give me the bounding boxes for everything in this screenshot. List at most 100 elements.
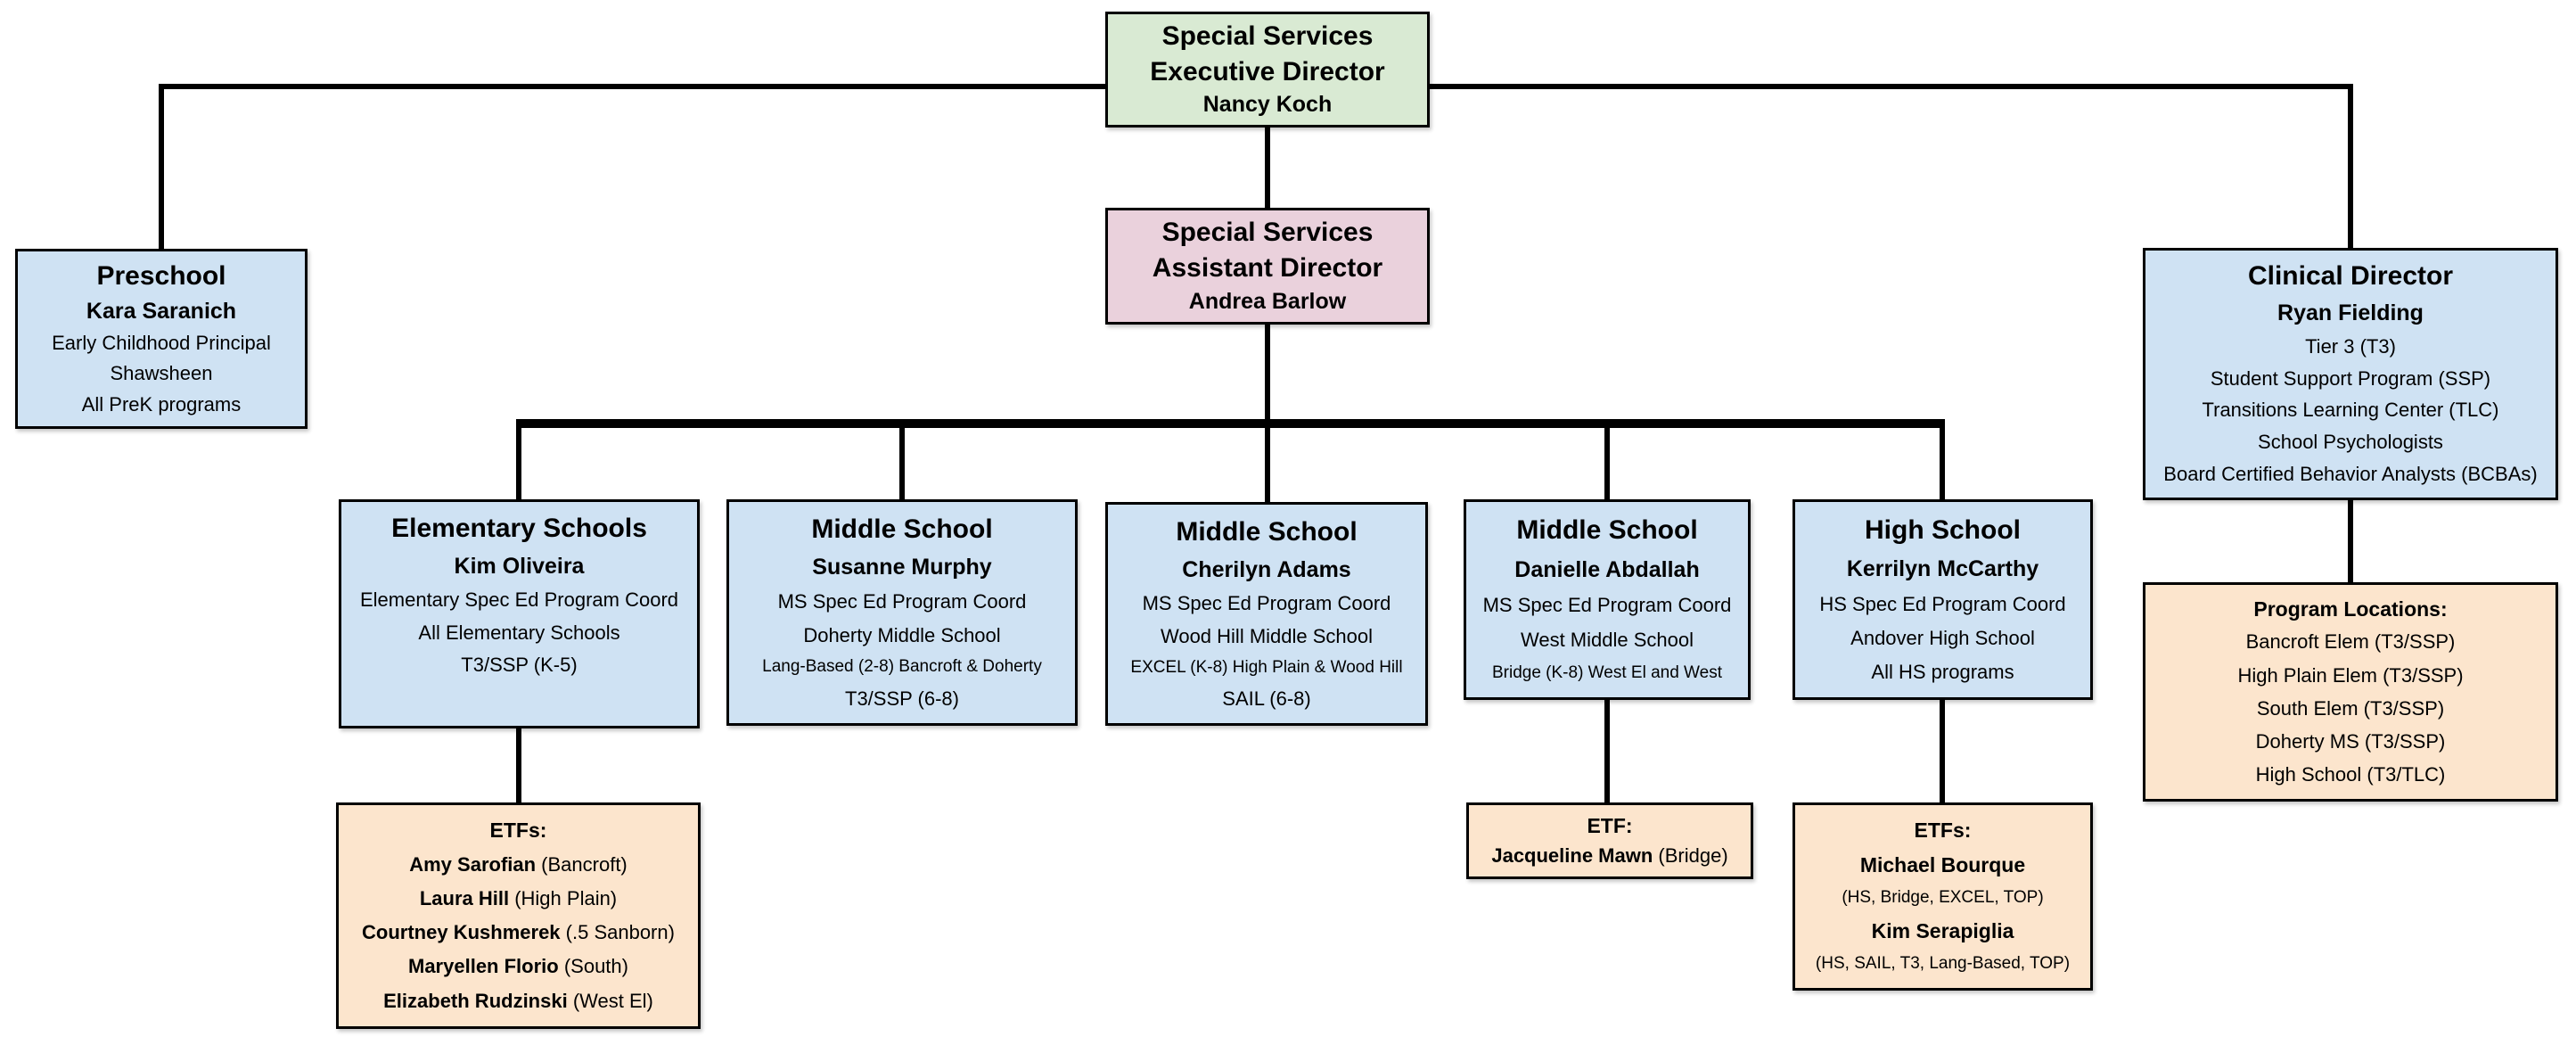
etf-member-site: (Bridge) bbox=[1653, 843, 1728, 867]
middle-woodhill-title: Middle School bbox=[1176, 516, 1358, 547]
etf-member-site: (South) bbox=[558, 955, 628, 978]
high-school-program: All HS programs bbox=[1871, 660, 2014, 683]
high-school-role: HS Spec Ed Program Coord bbox=[1819, 592, 2066, 615]
preschool-line: Early Childhood Principal bbox=[52, 332, 271, 355]
middle-woodhill-program: SAIL (6-8) bbox=[1222, 687, 1311, 711]
middle-west-program-detail: Bridge (K-8) West El and West bbox=[1491, 662, 1722, 682]
connector-preschool-v bbox=[159, 84, 164, 249]
clinical-title: Clinical Director bbox=[2247, 261, 2454, 292]
clinical-line: Board Certified Behavior Analysts (BCBAs… bbox=[2163, 463, 2538, 486]
high-school-box: High School Kerrilyn McCarthy HS Spec Ed… bbox=[1793, 499, 2093, 700]
middle-doherty-school: Doherty Middle School bbox=[803, 623, 1001, 646]
clinical-director-box: Clinical Director Ryan Fielding Tier 3 (… bbox=[2143, 248, 2558, 500]
assistant-director-box: Special Services Assistant Director Andr… bbox=[1105, 208, 1430, 325]
elementary-title: Elementary Schools bbox=[391, 514, 647, 544]
middle-west-school: West Middle School bbox=[1520, 629, 1694, 652]
connector-elementary-to-etfs bbox=[516, 728, 521, 802]
high-school-school: Andover High School bbox=[1850, 626, 2035, 649]
executive-director-box: Special Services Executive Director Nanc… bbox=[1105, 12, 1430, 128]
connector-west-to-etf bbox=[1604, 700, 1610, 802]
etf-member-site: (High Plain) bbox=[509, 886, 618, 909]
etf-member-name: Amy Sarofian bbox=[409, 852, 537, 876]
program-location-line: Doherty MS (T3/SSP) bbox=[2255, 729, 2446, 753]
etf-member-name: Maryellen Florio bbox=[408, 955, 559, 978]
assistant-name: Andrea Barlow bbox=[1188, 288, 1347, 314]
connector-drop-middle-woodhill bbox=[1265, 426, 1270, 502]
assistant-role: Assistant Director bbox=[1152, 253, 1383, 283]
high-school-name: Kerrilyn McCarthy bbox=[1846, 555, 2039, 581]
connector-bus-h bbox=[516, 419, 1945, 428]
clinical-line: Transitions Learning Center (TLC) bbox=[2202, 399, 2499, 422]
connector-drop-middle-doherty bbox=[899, 426, 905, 499]
preschool-title: Preschool bbox=[96, 260, 226, 291]
connector-drop-middle-west bbox=[1604, 426, 1610, 499]
etfs-elementary-box: ETFs: Amy Sarofian (Bancroft) Laura Hill… bbox=[336, 802, 701, 1029]
connector-clinical-v bbox=[2348, 84, 2353, 248]
middle-school-woodhill-box: Middle School Cherilyn Adams MS Spec Ed … bbox=[1105, 502, 1428, 726]
middle-doherty-role: MS Spec Ed Program Coord bbox=[777, 590, 1027, 613]
middle-west-role: MS Spec Ed Program Coord bbox=[1482, 594, 1732, 617]
connector-exec-to-preschool-h bbox=[159, 84, 1105, 89]
elementary-name: Kim Oliveira bbox=[454, 553, 585, 579]
etf-member-name: Jacqueline Mawn bbox=[1491, 843, 1653, 867]
middle-woodhill-name: Cherilyn Adams bbox=[1182, 556, 1351, 582]
connector-drop-high-school bbox=[1940, 426, 1945, 499]
elementary-schools-box: Elementary Schools Kim Oliveira Elementa… bbox=[339, 499, 700, 728]
executive-name: Nancy Koch bbox=[1202, 92, 1333, 117]
etf-bridge-title: ETF: bbox=[1587, 813, 1633, 837]
executive-dept: Special Services bbox=[1161, 21, 1374, 51]
etf-member-row: Laura Hill (High Plain) bbox=[420, 887, 617, 910]
connector-drop-elementary bbox=[516, 426, 521, 499]
clinical-name: Ryan Fielding bbox=[2277, 300, 2424, 326]
executive-role: Executive Director bbox=[1150, 56, 1385, 86]
middle-doherty-name: Susanne Murphy bbox=[812, 555, 992, 580]
etf-member-site: (West El) bbox=[567, 989, 653, 1012]
program-location-line: High Plain Elem (T3/SSP) bbox=[2237, 663, 2464, 687]
etf-bridge-box: ETF: Jacqueline Mawn (Bridge) bbox=[1466, 802, 1753, 879]
etf-member-row: Elizabeth Rudzinski (West El) bbox=[383, 990, 653, 1013]
elementary-line: T3/SSP (K-5) bbox=[461, 654, 578, 677]
elementary-line: All Elementary Schools bbox=[418, 621, 620, 644]
etf-member-site: (Bancroft) bbox=[536, 852, 628, 876]
middle-doherty-program-detail: Lang-Based (2-8) Bancroft & Doherty bbox=[762, 656, 1042, 676]
preschool-name: Kara Saranich bbox=[86, 299, 237, 325]
program-location-line: South Elem (T3/SSP) bbox=[2256, 696, 2445, 720]
program-location-line: Bancroft Elem (T3/SSP) bbox=[2245, 630, 2456, 654]
high-school-title: High School bbox=[1865, 514, 2021, 545]
clinical-line: Student Support Program (SSP) bbox=[2210, 366, 2491, 390]
middle-woodhill-school: Wood Hill Middle School bbox=[1160, 624, 1374, 647]
clinical-line: Tier 3 (T3) bbox=[2305, 334, 2396, 358]
program-locations-box: Program Locations: Bancroft Elem (T3/SSP… bbox=[2143, 582, 2558, 802]
connector-assistant-to-bus-v bbox=[1265, 325, 1270, 423]
etf-member-site: (.5 Sanborn) bbox=[560, 921, 675, 944]
program-location-line: High School (T3/TLC) bbox=[2255, 762, 2446, 786]
program-locations-title: Program Locations: bbox=[2253, 597, 2448, 621]
middle-woodhill-role: MS Spec Ed Program Coord bbox=[1142, 592, 1391, 614]
etfs-high-school-box: ETFs: Michael Bourque (HS, Bridge, EXCEL… bbox=[1793, 802, 2093, 991]
middle-school-west-box: Middle School Danielle Abdallah MS Spec … bbox=[1464, 499, 1751, 700]
etf-member-name: Kim Serapiglia bbox=[1871, 919, 2014, 943]
middle-west-name: Danielle Abdallah bbox=[1514, 557, 1700, 583]
etf-member-name: Courtney Kushmerek bbox=[362, 921, 561, 944]
connector-exec-to-clinical-h bbox=[1430, 84, 2353, 89]
connector-clinical-to-locations bbox=[2348, 500, 2353, 582]
etfs-elementary-title: ETFs: bbox=[489, 818, 547, 842]
etf-member-programs: (HS, SAIL, T3, Lang-Based, TOP) bbox=[1815, 954, 2071, 974]
etf-member-name: Laura Hill bbox=[419, 886, 510, 909]
middle-school-doherty-box: Middle School Susanne Murphy MS Spec Ed … bbox=[726, 499, 1078, 726]
middle-doherty-title: Middle School bbox=[811, 514, 993, 544]
etf-member-row: Maryellen Florio (South) bbox=[408, 955, 628, 978]
middle-doherty-program: T3/SSP (6-8) bbox=[845, 687, 959, 710]
etf-member-programs: (HS, Bridge, EXCEL, TOP) bbox=[1842, 888, 2044, 908]
connector-high-to-etfs bbox=[1940, 700, 1945, 802]
etf-member-row: Amy Sarofian (Bancroft) bbox=[409, 853, 628, 876]
preschool-line: All PreK programs bbox=[81, 392, 242, 416]
preschool-line: Shawsheen bbox=[110, 362, 213, 385]
middle-west-title: Middle School bbox=[1516, 515, 1698, 546]
assistant-dept: Special Services bbox=[1161, 218, 1374, 248]
preschool-box: Preschool Kara Saranich Early Childhood … bbox=[15, 249, 308, 429]
middle-woodhill-program-detail: EXCEL (K-8) High Plain & Wood Hill bbox=[1130, 657, 1403, 677]
elementary-line: Elementary Spec Ed Program Coord bbox=[359, 588, 679, 612]
etfs-high-title: ETFs: bbox=[1914, 819, 1972, 843]
